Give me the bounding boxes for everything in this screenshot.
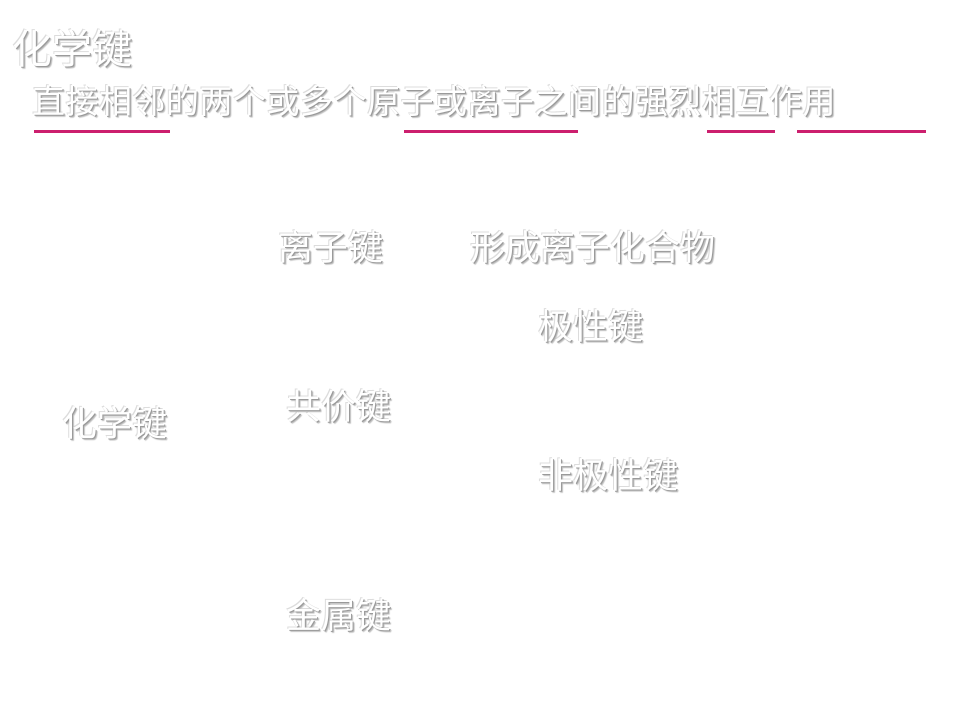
tree-node-polar-bond: 极性键 (538, 308, 644, 348)
underline-atoms-or-ions (404, 130, 578, 133)
definition-text: 直接相邻的两个或多个原子或离子之间的强烈相互作用 (32, 82, 836, 121)
underline-interaction (797, 130, 926, 133)
tree-root-chemical-bond: 化学键 (62, 405, 168, 445)
tree-node-ionic-bond: 离子键 (278, 229, 384, 269)
underline-direct-adjacent (34, 130, 170, 133)
slide-title: 化学键 (12, 27, 132, 73)
tree-node-nonpolar-bond: 非极性键 (538, 457, 679, 497)
underline-strong (707, 130, 775, 133)
tree-note-ionic-compound: 形成离子化合物 (470, 229, 716, 269)
tree-node-covalent-bond: 共价键 (286, 388, 392, 428)
tree-node-metallic-bond: 金属键 (286, 597, 392, 637)
